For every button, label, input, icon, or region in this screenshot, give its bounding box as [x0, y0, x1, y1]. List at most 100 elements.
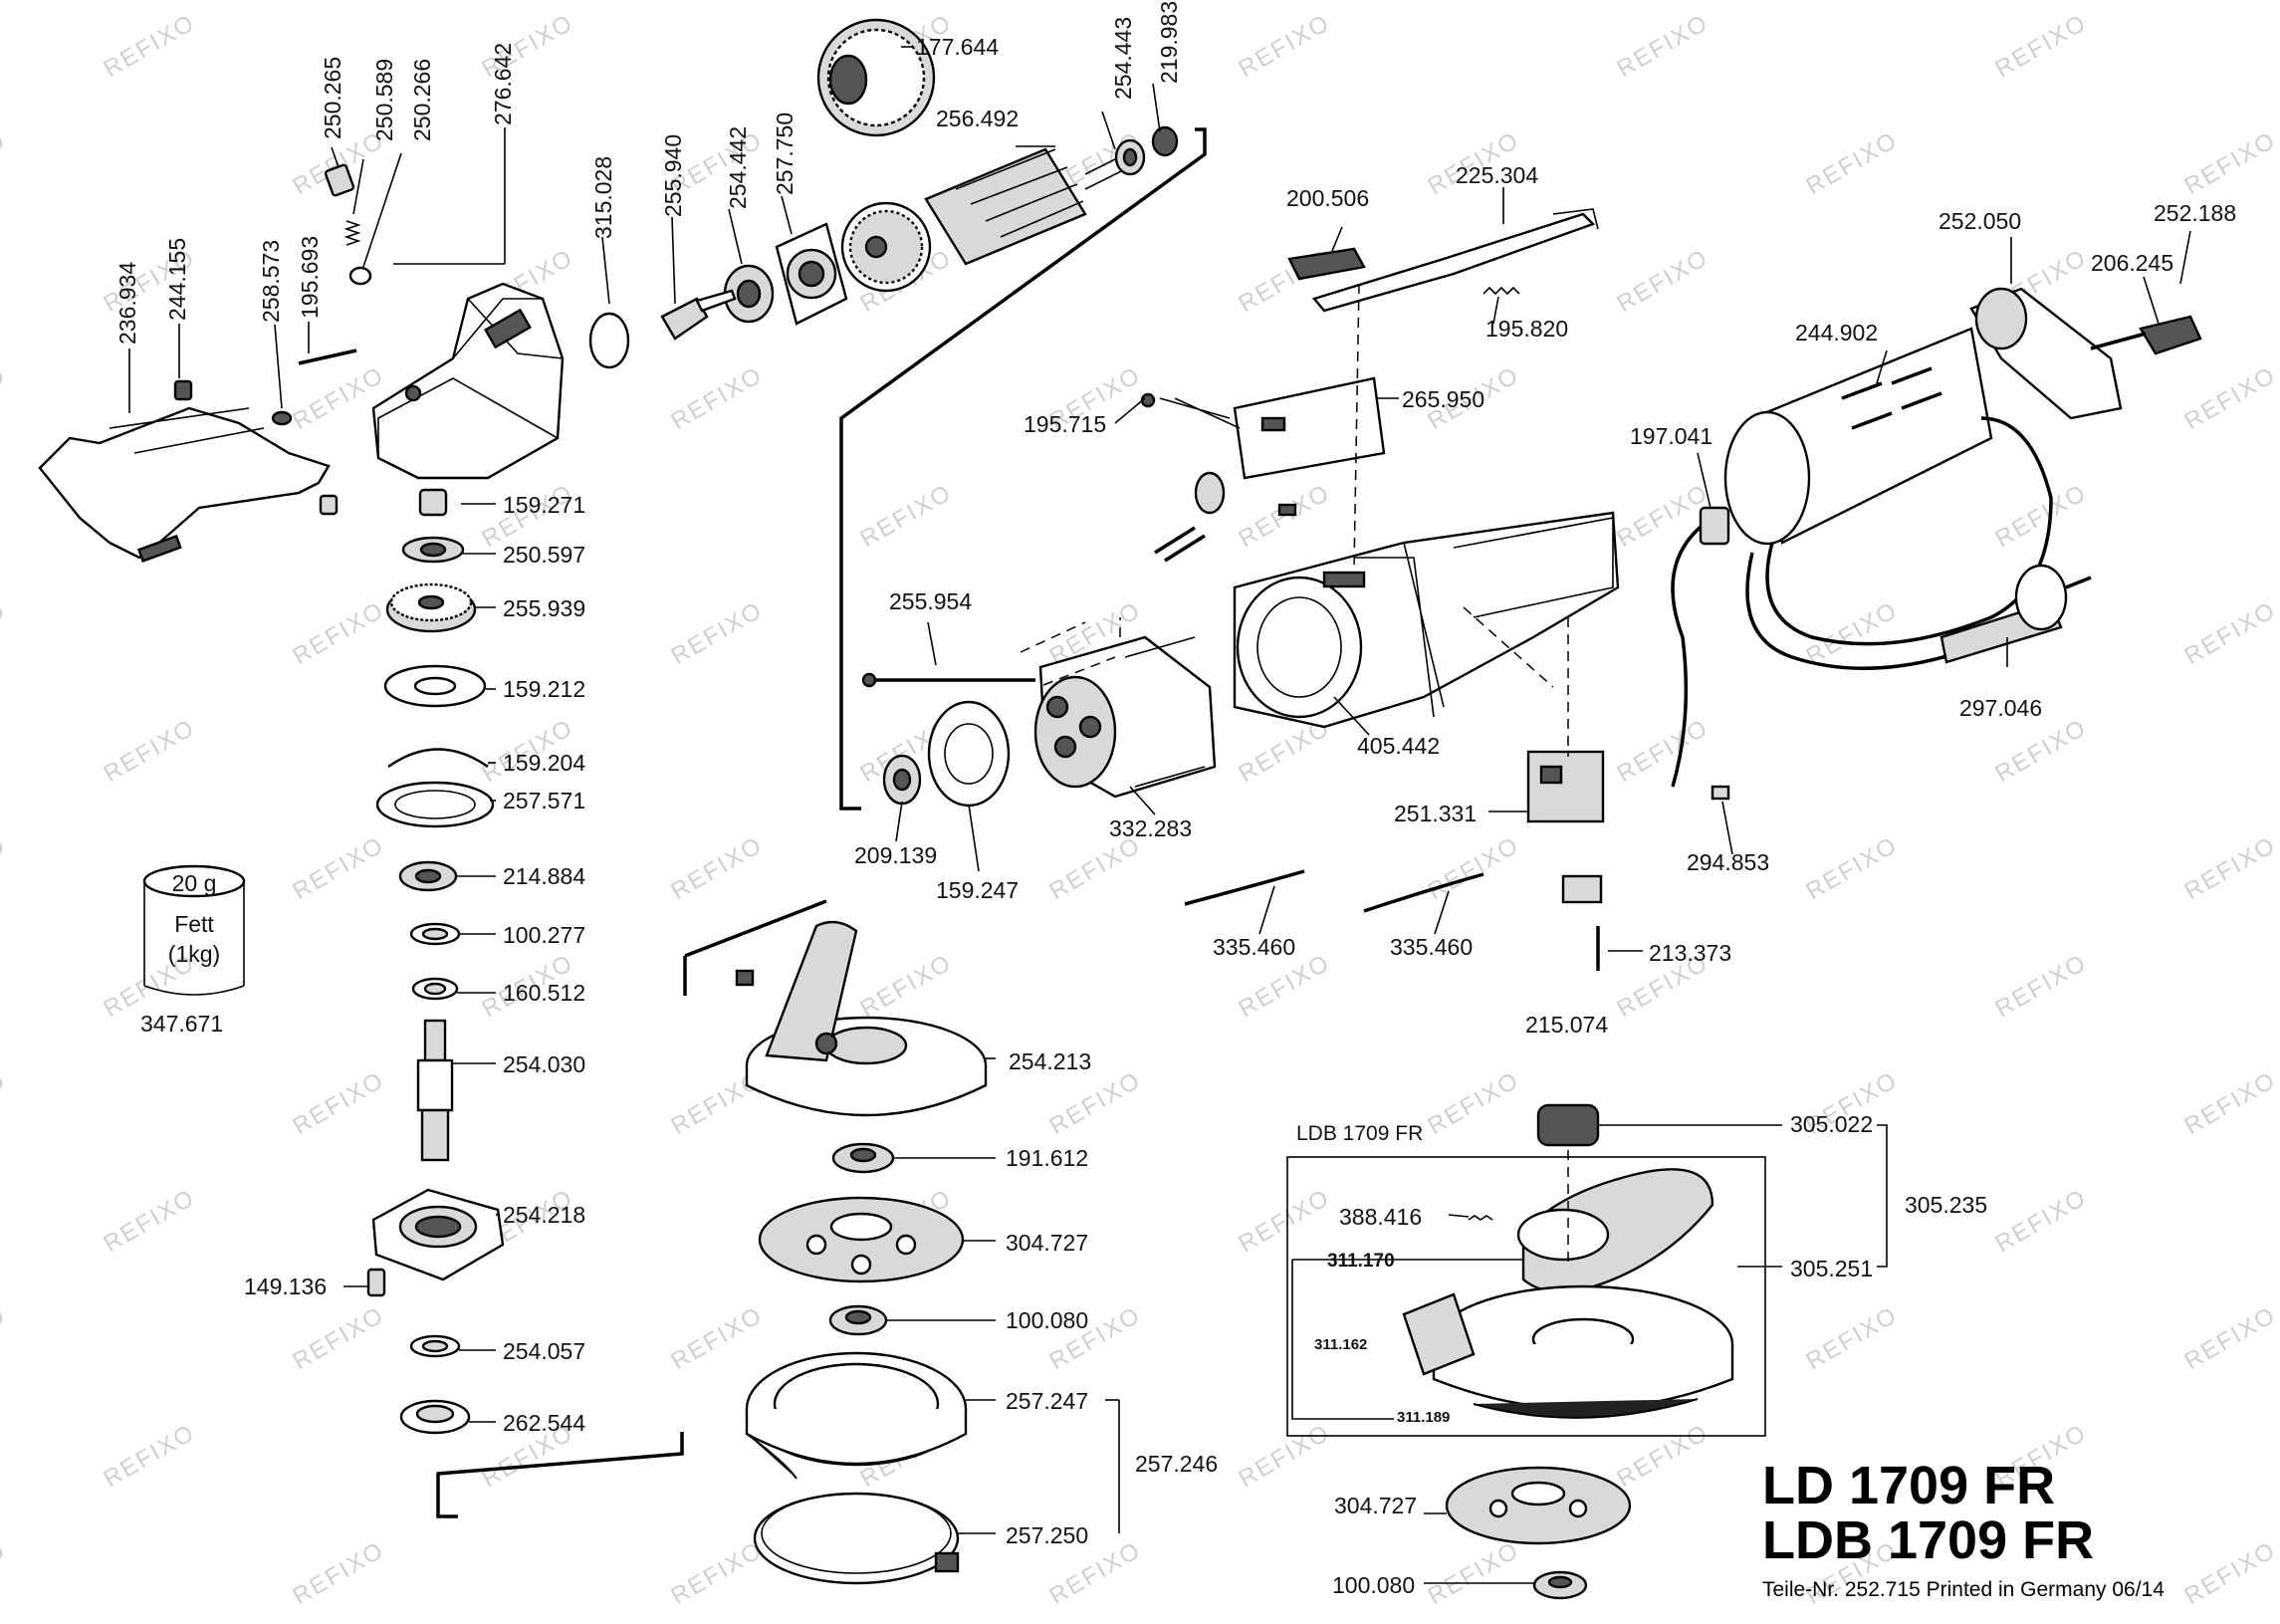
switch-button-200506	[1287, 247, 1366, 281]
label-251331: 251.331	[1394, 801, 1477, 826]
gear-housing-276642	[371, 282, 565, 480]
armature-256492	[840, 147, 1126, 293]
screw-195693	[298, 348, 357, 365]
label-250589: 250.589	[371, 59, 397, 141]
watermark-text-32: REFIXO	[2180, 361, 2280, 435]
spindle-254030	[416, 1019, 454, 1162]
label-254030: 254.030	[503, 1051, 585, 1077]
label-197041: 197.041	[1630, 423, 1712, 449]
model-title-ld: LD 1709 FR	[1762, 1456, 2055, 1515]
label-257246: 257.246	[1135, 1451, 1218, 1477]
bushing-219983	[1151, 125, 1179, 157]
label-255940: 255.940	[660, 134, 686, 217]
watermark-text-66: REFIXO	[289, 1066, 389, 1140]
watermark-text-18: REFIXO	[1802, 126, 1903, 200]
watermark-text-69: REFIXO	[1424, 1066, 1524, 1140]
label-244155: 244.155	[164, 238, 190, 321]
label-257571: 257.571	[503, 788, 585, 813]
label-255939: 255.939	[503, 595, 585, 621]
watermark-text-84: REFIXO	[2180, 1301, 2280, 1375]
label-250597: 250.597	[503, 542, 585, 568]
label-252188: 252.188	[2154, 200, 2236, 226]
label-214884: 214.884	[503, 863, 585, 889]
watermark-text-85: REFIXO	[100, 1419, 200, 1493]
label-159204: 159.204	[503, 750, 585, 776]
watermark-text-97: REFIXO	[2180, 1536, 2280, 1610]
label-149136: 149.136	[244, 1274, 327, 1299]
label-252050: 252.050	[1938, 208, 2021, 234]
watermark-text-92: REFIXO	[289, 1536, 389, 1610]
watermark-text-11: REFIXO	[1613, 9, 1713, 83]
ldb-box-label: LDB 1709 FR	[1296, 1122, 1423, 1145]
watermark-text-65: REFIXO	[0, 1066, 11, 1140]
watermark-text-75: REFIXO	[1235, 1184, 1335, 1258]
label-200506: 200.506	[1286, 185, 1369, 211]
label-304727a: 304.727	[1006, 1230, 1088, 1256]
label-254442: 254.442	[725, 126, 751, 209]
label-100080b: 100.080	[1332, 1572, 1415, 1598]
label-388416: 388.416	[1339, 1204, 1422, 1230]
watermark-text-37: REFIXO	[1613, 479, 1713, 553]
label-159247: 159.247	[936, 877, 1019, 903]
spring-388416	[1468, 1215, 1493, 1221]
gear-255939	[385, 582, 477, 633]
watermark-text-89: REFIXO	[1613, 1419, 1713, 1493]
washer-159247	[927, 700, 1011, 808]
label-159271: 159.271	[503, 492, 585, 518]
footer-part-number: Teile-Nr. 252.715 Printed in Germany 06/…	[1762, 1578, 2165, 1601]
label-332283: 332.283	[1109, 815, 1192, 841]
label-257250: 257.250	[1006, 1522, 1088, 1548]
label-159212: 159.212	[503, 676, 585, 702]
label-219983: 219.983	[1156, 1, 1182, 84]
label-305235: 305.235	[1905, 1192, 1987, 1218]
nozzle-305022	[1536, 1103, 1600, 1147]
watermark-text-57: REFIXO	[1802, 831, 1903, 905]
label-405442: 405.442	[1357, 733, 1440, 759]
watermark-text-77: REFIXO	[1991, 1184, 2092, 1258]
watermark-text-40: REFIXO	[289, 596, 389, 670]
screw-extra	[319, 494, 339, 516]
watermark-text-78: REFIXO	[0, 1301, 11, 1375]
ring-257247	[745, 1351, 968, 1480]
label-213373: 213.373	[1649, 940, 1731, 966]
cap-252188	[2139, 315, 2202, 355]
strip-335460a	[1184, 869, 1305, 906]
label-250266: 250.266	[409, 59, 435, 141]
part-shapes	[38, 18, 2202, 1600]
brush-294853	[1710, 785, 1730, 801]
label-265950: 265.950	[1402, 386, 1484, 412]
label-206245: 206.245	[2091, 250, 2173, 276]
switch-assembly-265950	[1154, 376, 1386, 563]
clamp-213373	[1561, 874, 1603, 904]
label-195693: 195.693	[297, 236, 323, 319]
watermark-text-93: REFIXO	[667, 1536, 768, 1610]
watermark-text-45: REFIXO	[2180, 596, 2280, 670]
model-title-ldb: LDB 1709 FR	[1762, 1510, 2094, 1570]
wheel-guard-254213	[735, 920, 988, 1117]
label-254443: 254.443	[1110, 17, 1136, 100]
motor-housing-405442	[1233, 511, 1620, 729]
label-255954: 255.954	[889, 588, 972, 614]
rear-handle-252050	[1969, 287, 2123, 420]
handle-236934	[38, 406, 331, 563]
watermark-text-72: REFIXO	[100, 1184, 200, 1258]
watermark-text-83: REFIXO	[1802, 1301, 1903, 1375]
rear-cover-244902	[1723, 327, 1993, 546]
title-block: LD 1709 FR LDB 1709 FR Teile-Nr. 252.715…	[1762, 1456, 2165, 1601]
bushing-159271	[418, 488, 448, 517]
watermark-text-10: REFIXO	[1235, 9, 1335, 83]
label-311170: 311.170	[1327, 1251, 1395, 1272]
label-100080a: 100.080	[1006, 1307, 1088, 1333]
label-256492: 256.492	[936, 106, 1019, 131]
watermark-text-7: REFIXO	[100, 9, 200, 83]
label-262544: 262.544	[503, 1410, 585, 1436]
frame-lines	[436, 127, 1766, 1518]
ring-250266	[348, 266, 372, 286]
flange-257750	[775, 222, 848, 326]
label-215074: 215.074	[1525, 1012, 1608, 1038]
pinion-255940	[660, 289, 737, 341]
watermark-text-64: REFIXO	[1991, 949, 2092, 1023]
label-257750: 257.750	[772, 113, 798, 195]
watermark-text-26: REFIXO	[0, 361, 11, 435]
